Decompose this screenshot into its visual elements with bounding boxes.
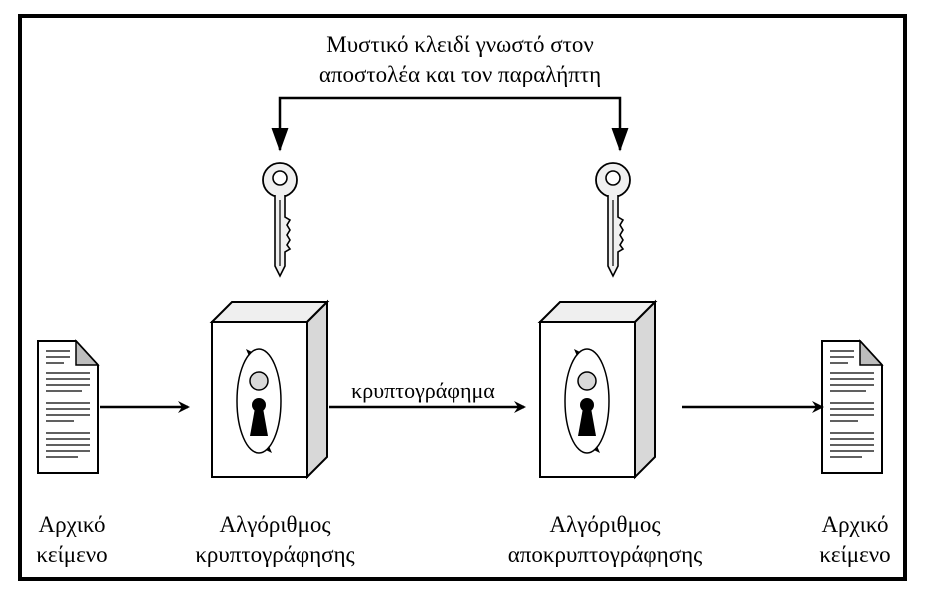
plaintext-out-line2: κείμενο [819, 542, 891, 567]
plaintext-document-icon-in [37, 340, 99, 474]
shared-key-label-line2: αποστολέα και τον παραλήπτη [318, 62, 602, 87]
key-arrowhead-right [611, 127, 629, 152]
shared-key-label-line1: Μυστικό κλειδί γνωστό στον [326, 32, 594, 57]
encryption-safe-icon [211, 301, 328, 478]
decryption-safe-icon [539, 301, 656, 478]
decryption-label: Αλγόριθμος αποκρυπτογράφησης [490, 510, 720, 570]
shared-key-label: Μυστικό κλειδί γνωστό στον αποστολέα και… [270, 30, 650, 90]
key-icon-decrypt [595, 162, 631, 277]
plaintext-out-label: Αρχικό κείμενο [805, 510, 905, 570]
plaintext-out-line1: Αρχικό [821, 512, 889, 537]
plaintext-in-label: Αρχικό κείμενο [22, 510, 122, 570]
diagram-frame [18, 14, 907, 581]
decryption-label-line1: Αλγόριθμος [549, 512, 661, 537]
encryption-label-line2: κρυπτογράφησης [195, 542, 355, 567]
encryption-label: Αλγόριθμος κρυπτογράφησης [180, 510, 370, 570]
plaintext-in-line1: Αρχικό [38, 512, 106, 537]
shared-key-bracket [278, 96, 622, 150]
key-icon-encrypt [262, 162, 298, 277]
ciphertext-label: κρυπτογράφημα [351, 378, 495, 403]
encryption-label-line1: Αλγόριθμος [219, 512, 331, 537]
decryption-label-line2: αποκρυπτογράφησης [507, 542, 703, 567]
plaintext-in-line2: κείμενο [36, 542, 108, 567]
key-arrowhead-left [271, 127, 289, 152]
plaintext-document-icon-out [821, 340, 883, 474]
